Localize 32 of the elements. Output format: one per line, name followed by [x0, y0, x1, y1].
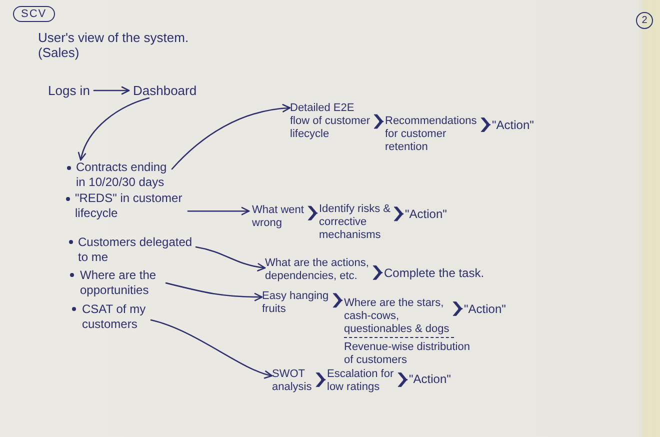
step-text: What are the actions, dependencies, etc.: [265, 257, 371, 283]
step-text: Escalation for low ratings: [327, 368, 396, 394]
arrow: [93, 86, 130, 95]
action-text: "Action": [405, 207, 447, 222]
step-text: What went wrong: [252, 204, 306, 230]
page-number: 2: [636, 12, 653, 29]
arrow: [150, 319, 273, 378]
action-text: "Action": [492, 118, 534, 133]
title: User's view of the system. (Sales): [38, 30, 190, 60]
step-text: Recommendations for customer retention: [385, 115, 479, 154]
step-text: Identify risks & corrective mechanisms: [319, 203, 392, 242]
arrow: [187, 206, 250, 216]
step-text: Logs in: [48, 83, 90, 98]
list-item-text: Contracts ending in 10/20/30 days: [76, 160, 170, 190]
arrow: [165, 282, 263, 302]
section-tag: SCV: [13, 6, 55, 22]
list-item-text: Where are the opportunities: [80, 268, 164, 298]
arrow: [78, 97, 150, 161]
list-item-text: "REDS" in customer lifecycle: [75, 191, 185, 221]
step-text: SWOT analysis: [272, 368, 314, 394]
step-text: Where are the stars, cash-cows, questionables & dogs: [344, 297, 451, 336]
list-item-text: Customers delegated to me: [78, 235, 194, 265]
arrow: [171, 104, 291, 170]
step-text: Complete the task.: [384, 266, 484, 281]
action-text: "Action": [409, 372, 451, 387]
list-item-text: CSAT of my customers: [82, 302, 149, 332]
arrow: [195, 246, 266, 272]
note-text: Revenue-wise distribution of customers: [344, 341, 471, 367]
action-text: "Action": [464, 302, 506, 317]
step-text: Detailed E2E flow of customer lifecycle: [290, 102, 372, 141]
step-text: Dashboard: [133, 83, 197, 98]
step-text: Easy hanging fruits: [262, 290, 331, 316]
